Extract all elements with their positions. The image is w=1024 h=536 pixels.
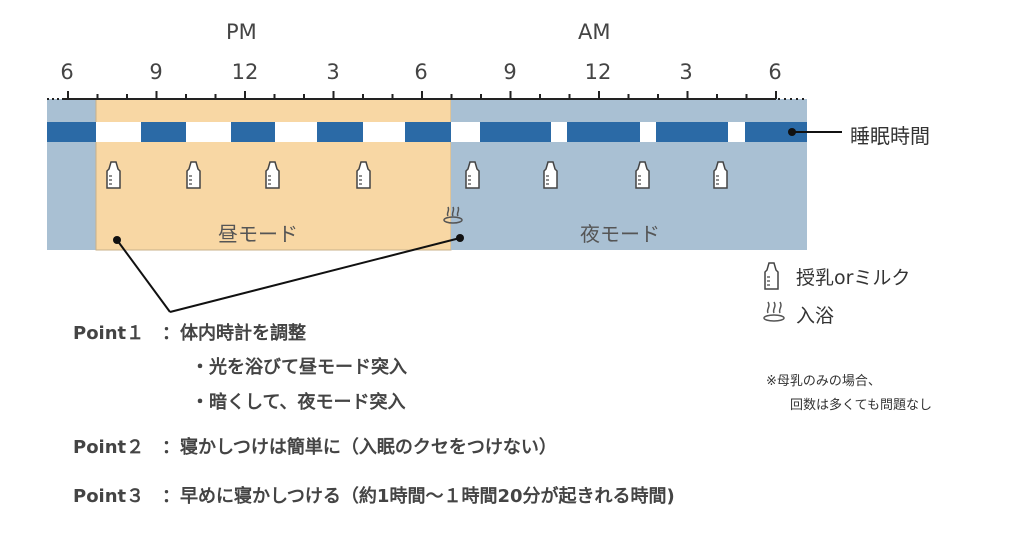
point-3-label: Point３: [73, 486, 145, 507]
hour-label: 6: [414, 60, 428, 84]
point-1-sub-1: ・光を浴びて昼モード突入: [191, 357, 407, 378]
awake-segment: [728, 122, 745, 142]
baby-bottle-icon: [186, 161, 201, 189]
hour-label: 6: [60, 60, 74, 84]
point-3-text: ：早めに寝かしつける（約1時間〜１時間20分が起きれる時間): [162, 486, 675, 507]
baby-bottle-icon: [465, 161, 480, 189]
hour-label: 12: [584, 60, 612, 84]
night-mode-label: 夜モード: [580, 222, 660, 246]
baby-bottle-icon: [106, 161, 121, 189]
baby-bottle-icon: [356, 161, 371, 189]
baby-bottle-icon: [635, 161, 650, 189]
note-line-1: ※母乳のみの場合、: [766, 374, 881, 389]
baby-bottle-icon: [543, 161, 558, 189]
hour-label: 3: [679, 60, 693, 84]
baby-bottle-icon: [764, 262, 779, 290]
awake-segment: [551, 122, 567, 142]
awake-segment: [96, 122, 141, 142]
sleep-label: 睡眠時間: [850, 124, 930, 148]
connector-line-day: [116, 239, 171, 313]
sleep-bar: [47, 122, 807, 142]
point-1-sub-2: ・暗くして、夜モード突入: [191, 392, 406, 413]
feeding-legend-label: 授乳orミルク: [796, 267, 911, 289]
day-mode-label: 昼モード: [218, 222, 298, 246]
awake-segment: [363, 122, 405, 142]
pm-label: PM: [226, 20, 257, 44]
note-line-2: 回数は多くても問題なし: [790, 398, 932, 413]
bath-legend-label: 入浴: [796, 305, 835, 327]
awake-segment: [640, 122, 656, 142]
am-label: AM: [578, 20, 611, 44]
hot-spring-icon: [763, 301, 785, 322]
baby-bottle-icon: [713, 161, 728, 189]
point-1-text: ：体内時計を調整: [162, 323, 306, 344]
hour-label: 3: [326, 60, 340, 84]
point-1-label: Point１: [73, 323, 145, 344]
night-band-left: [47, 99, 96, 250]
connector-line-night: [169, 237, 461, 313]
hot-spring-icon: [443, 206, 463, 224]
awake-segment: [451, 122, 480, 142]
hour-label: 9: [503, 60, 517, 84]
awake-segment: [275, 122, 317, 142]
hour-label: 6: [768, 60, 782, 84]
feeding-markers: [106, 161, 728, 189]
sleep-pointer-dot: [788, 128, 796, 136]
hour-label: 12: [231, 60, 259, 84]
hour-label: 9: [149, 60, 163, 84]
axis-ticks: [67, 91, 777, 99]
point-2-label: Point２: [73, 437, 145, 458]
baby-bottle-icon: [265, 161, 280, 189]
point-2-text: ：寝かしつけは簡単に（入眠のクセをつけない）: [162, 437, 557, 458]
awake-segment: [186, 122, 231, 142]
